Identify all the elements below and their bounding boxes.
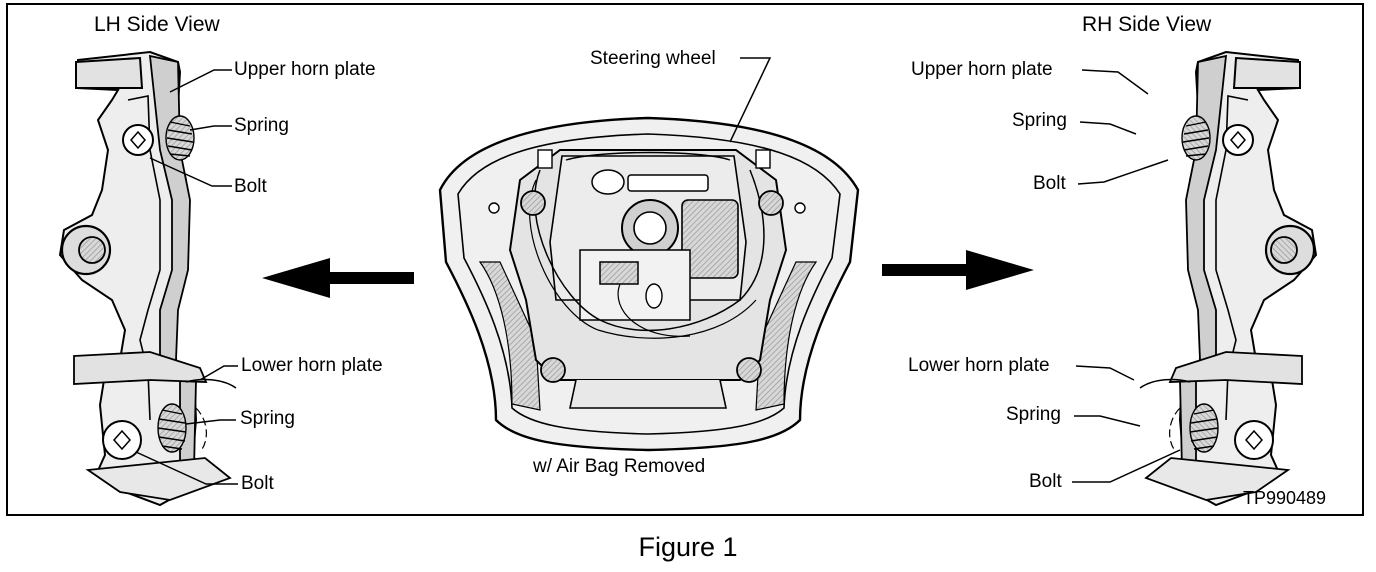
steering-wheel-label: Steering wheel	[590, 48, 716, 69]
rh-upper-horn-plate-label: Upper horn plate	[911, 59, 1053, 80]
steering-wheel-leader	[729, 57, 772, 143]
rh-lower-spring-label: Spring	[1006, 404, 1061, 425]
arrow-left-icon	[262, 258, 414, 298]
lh-lower-horn-plate-label: Lower horn plate	[241, 355, 383, 376]
lh-side-view-drawing	[58, 50, 238, 507]
lh-upper-bolt-label: Bolt	[234, 176, 267, 197]
lh-side-view-title: LH Side View	[94, 13, 220, 36]
rh-side-view-drawing	[1138, 50, 1318, 507]
lh-lower-bolt-label: Bolt	[241, 473, 274, 494]
rh-upper-bolt-label: Bolt	[1033, 173, 1066, 194]
air-bag-removed-caption: w/ Air Bag Removed	[533, 456, 706, 477]
rh-leader-lines	[1072, 69, 1181, 483]
figure-frame	[6, 3, 1364, 516]
lh-leader-lines	[135, 69, 238, 485]
figure-caption: Figure 1	[638, 532, 738, 562]
rh-side-view-title: RH Side View	[1082, 13, 1212, 36]
arrow-right-icon	[882, 250, 1034, 290]
lh-lower-spring-label: Spring	[240, 408, 295, 429]
rh-lower-horn-plate-label: Lower horn plate	[908, 355, 1050, 376]
rh-upper-spring-label: Spring	[1012, 110, 1067, 131]
lh-upper-spring-label: Spring	[234, 115, 289, 136]
figure-code: TP990489	[1243, 488, 1327, 508]
steering-wheel-drawing	[438, 116, 860, 452]
lh-upper-horn-plate-label: Upper horn plate	[234, 59, 376, 80]
rh-lower-bolt-label: Bolt	[1029, 471, 1062, 492]
